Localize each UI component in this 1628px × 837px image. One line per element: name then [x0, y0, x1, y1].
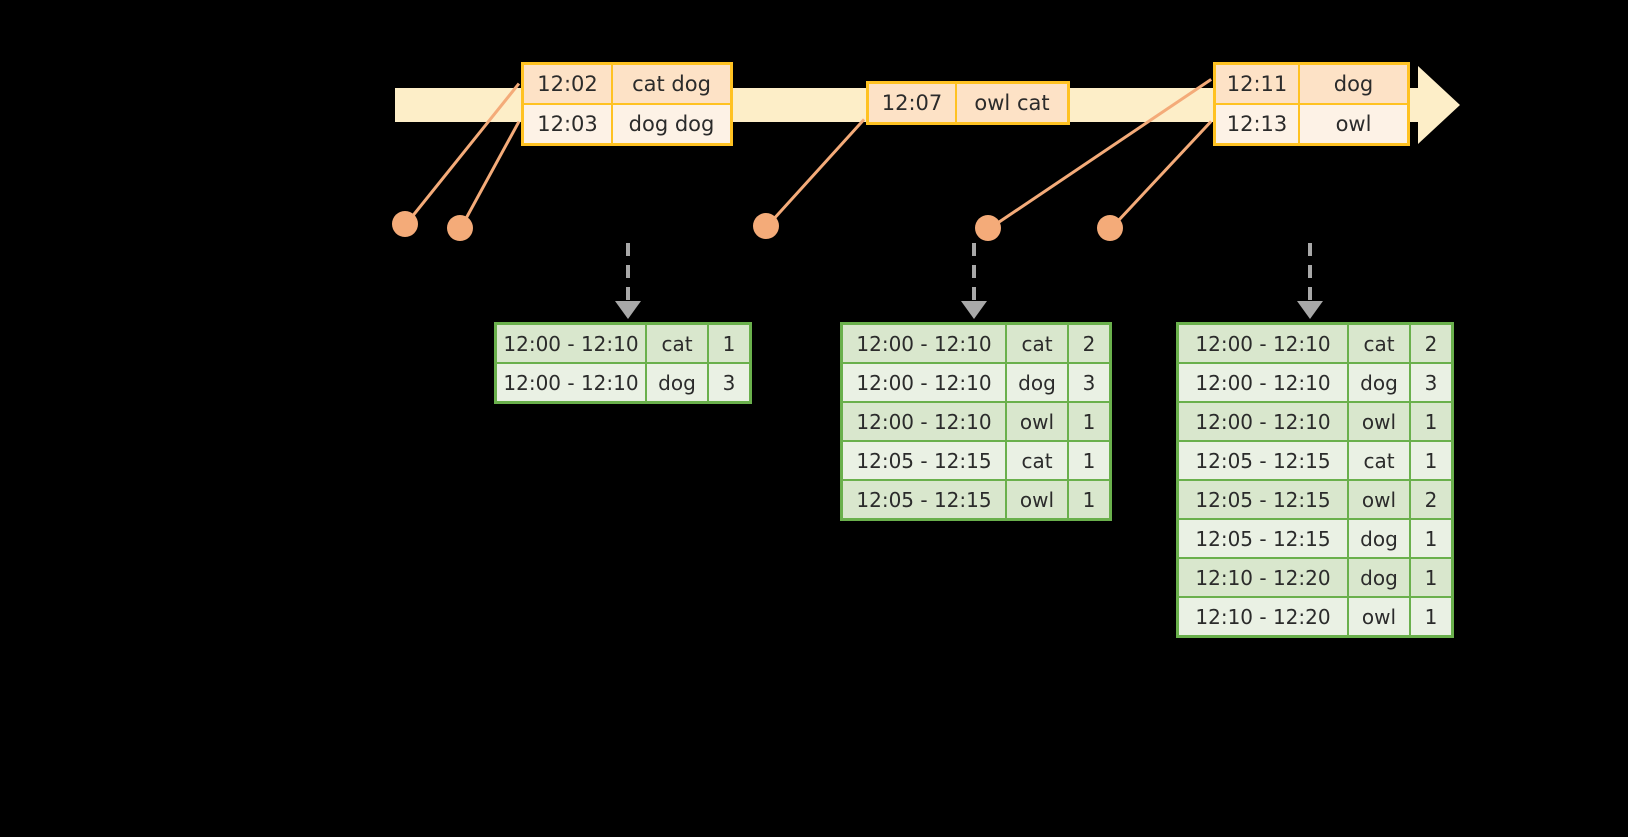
window-cell: 12:00 - 12:10 [843, 325, 1005, 362]
window-cell: 12:10 - 12:20 [1179, 559, 1347, 596]
down-arrow-1-shaft [626, 243, 630, 301]
count-cell: 1 [1411, 598, 1451, 635]
event-words: cat dog [613, 65, 730, 103]
window-cell: 12:00 - 12:10 [1179, 325, 1347, 362]
event-words: owl [1300, 105, 1407, 143]
count-cell: 1 [1069, 442, 1109, 479]
word-cell: owl [1349, 481, 1409, 518]
count-cell: 1 [1069, 403, 1109, 440]
connector-1-dot [392, 211, 418, 237]
word-cell: owl [1349, 403, 1409, 440]
window-cell: 12:00 - 12:10 [843, 403, 1005, 440]
down-arrow-2-shaft [972, 243, 976, 301]
window-cell: 12:00 - 12:10 [497, 325, 645, 362]
count-cell: 1 [1411, 520, 1451, 557]
word-cell: cat [1349, 325, 1409, 362]
word-cell: owl [1007, 403, 1067, 440]
event-time: 12:03 [524, 105, 611, 143]
window-cell: 12:05 - 12:15 [843, 481, 1005, 518]
connector-2-line [458, 120, 521, 231]
window-cell: 12:10 - 12:20 [1179, 598, 1347, 635]
window-cell: 12:00 - 12:10 [1179, 364, 1347, 401]
event-words: dog [1300, 65, 1407, 103]
word-cell: dog [1349, 559, 1409, 596]
down-arrow-3-shaft [1308, 243, 1312, 301]
event-words: owl cat [957, 84, 1067, 122]
word-cell: dog [1349, 364, 1409, 401]
down-arrow-1 [615, 243, 641, 319]
word-cell: cat [1007, 442, 1067, 479]
word-cell: cat [1007, 325, 1067, 362]
window-cell: 12:00 - 12:10 [1179, 403, 1347, 440]
count-cell: 1 [1411, 403, 1451, 440]
count-cell: 2 [1411, 481, 1451, 518]
connector-4-dot [975, 215, 1001, 241]
count-cell: 2 [1069, 325, 1109, 362]
count-cell: 1 [709, 325, 749, 362]
window-cell: 12:05 - 12:15 [1179, 442, 1347, 479]
word-cell: cat [1349, 442, 1409, 479]
connector-3-dot [753, 213, 779, 239]
event-time: 12:11 [1216, 65, 1298, 103]
down-arrow-2-head-icon [961, 301, 987, 319]
window-cell: 12:00 - 12:10 [843, 364, 1005, 401]
word-cell: cat [647, 325, 707, 362]
count-cell: 3 [1069, 364, 1109, 401]
word-cell: dog [647, 364, 707, 401]
count-cell: 1 [1411, 559, 1451, 596]
count-cell: 3 [709, 364, 749, 401]
word-cell: dog [1007, 364, 1067, 401]
down-arrow-3-head-icon [1297, 301, 1323, 319]
count-cell: 1 [1069, 481, 1109, 518]
count-cell: 3 [1411, 364, 1451, 401]
count-cell: 2 [1411, 325, 1451, 362]
event-time: 12:07 [869, 84, 955, 122]
window-cell: 12:05 - 12:15 [1179, 481, 1347, 518]
count-cell: 1 [1411, 442, 1451, 479]
timeline-arrowhead-icon [1418, 66, 1460, 144]
word-cell: owl [1349, 598, 1409, 635]
window-cell: 12:05 - 12:15 [1179, 520, 1347, 557]
word-cell: dog [1349, 520, 1409, 557]
down-arrow-1-head-icon [615, 301, 641, 319]
down-arrow-2 [961, 243, 987, 319]
window-cell: 12:00 - 12:10 [497, 364, 645, 401]
event-time: 12:02 [524, 65, 611, 103]
connector-5-dot [1097, 215, 1123, 241]
window-cell: 12:05 - 12:15 [843, 442, 1005, 479]
word-cell: owl [1007, 481, 1067, 518]
connector-3-line [764, 118, 866, 229]
down-arrow-3 [1297, 243, 1323, 319]
event-words: dog dog [613, 105, 730, 143]
connector-2-dot [447, 215, 473, 241]
event-time: 12:13 [1216, 105, 1298, 143]
